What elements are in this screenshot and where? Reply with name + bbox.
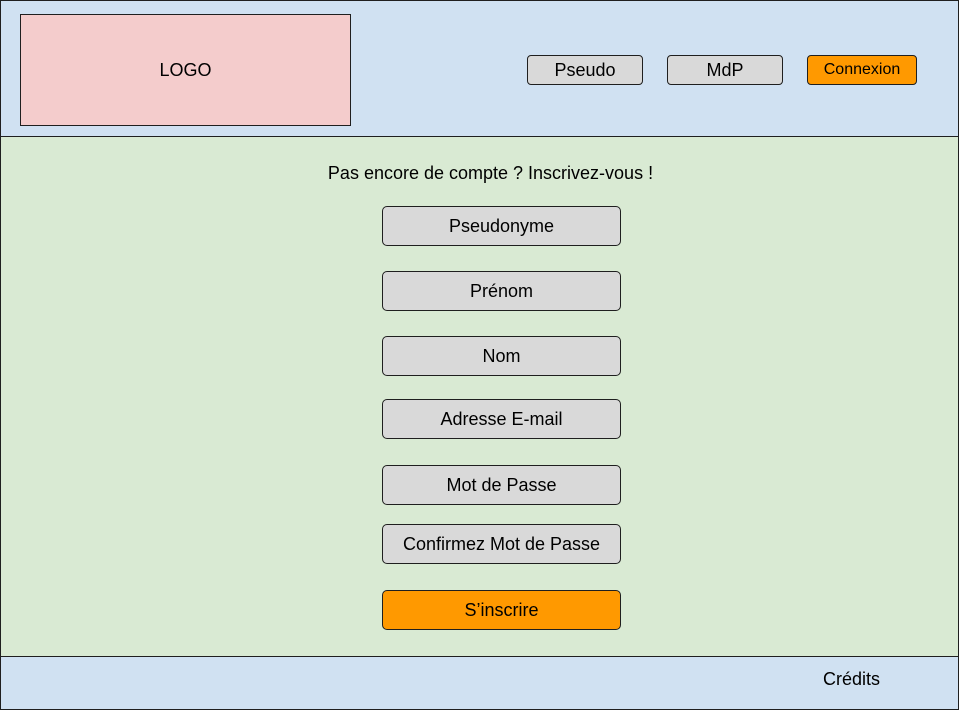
- pseudonyme-field[interactable]: Pseudonyme: [382, 206, 621, 246]
- footer: Crédits: [0, 656, 959, 710]
- signup-section: Pas encore de compte ? Inscrivez-vous ! …: [0, 137, 959, 656]
- connexion-button[interactable]: Connexion: [807, 55, 917, 85]
- signup-button[interactable]: S’inscrire: [382, 590, 621, 630]
- prenom-field[interactable]: Prénom: [382, 271, 621, 311]
- pseudo-input[interactable]: Pseudo: [527, 55, 643, 85]
- confirm-password-field[interactable]: Confirmez Mot de Passe: [382, 524, 621, 564]
- nom-field[interactable]: Nom: [382, 336, 621, 376]
- password-input[interactable]: MdP: [667, 55, 783, 85]
- credits-link[interactable]: Crédits: [823, 669, 881, 689]
- logo: LOGO: [20, 14, 351, 126]
- signup-prompt: Pas encore de compte ? Inscrivez-vous !: [327, 163, 654, 183]
- password-field[interactable]: Mot de Passe: [382, 465, 621, 505]
- email-field[interactable]: Adresse E-mail: [382, 399, 621, 439]
- header: LOGO Pseudo MdP Connexion: [0, 0, 959, 137]
